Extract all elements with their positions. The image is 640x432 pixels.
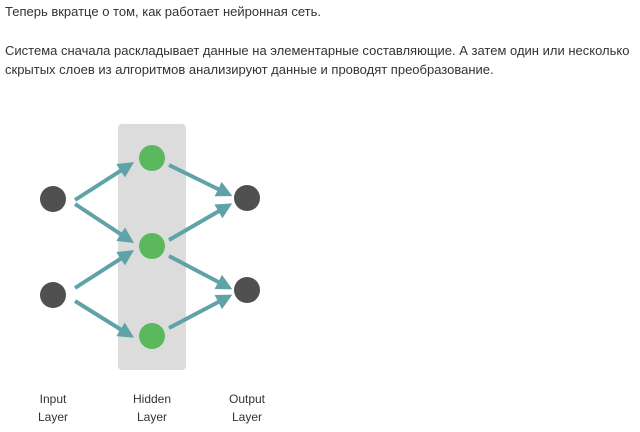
arrow-hidden1-output1 [168, 163, 233, 197]
output-layer-label-line2: Layer [231, 410, 263, 424]
input-layer-label-line1: Input [39, 392, 67, 406]
article-paragraph: Система сначала раскладывает данные на э… [5, 41, 637, 79]
connection-arrows [73, 162, 233, 338]
hidden-node [139, 323, 165, 349]
arrow-hidden2-output2 [168, 254, 233, 290]
hidden-layer-label: Hidden Layer [112, 390, 192, 426]
arrow-input1-hidden2 [73, 202, 135, 243]
intro-text: Теперь вкратце о том, как работает нейро… [5, 4, 321, 19]
arrow-input2-hidden3 [73, 299, 135, 338]
hidden-node [139, 145, 165, 171]
input-layer-label-line2: Layer [37, 410, 69, 424]
input-layer-label: Input Layer [13, 390, 93, 426]
hidden-layer-label-line2: Layer [136, 410, 168, 424]
paragraph-line-2: скрытых слоев из алгоритмов анализируют … [5, 62, 494, 77]
output-node [234, 277, 260, 303]
hidden-layer-label-line1: Hidden [132, 392, 172, 406]
paragraph-line-1: Система сначала раскладывает данные на э… [5, 43, 630, 58]
output-layer-label: Output Layer [207, 390, 287, 426]
arrow-input1-hidden1 [73, 162, 135, 202]
input-node [40, 282, 66, 308]
output-layer-label-line1: Output [228, 392, 266, 406]
arrow-input2-hidden2 [73, 250, 135, 290]
input-node [40, 186, 66, 212]
hidden-node [139, 233, 165, 259]
arrow-hidden2-output1 [167, 203, 233, 242]
arrow-hidden3-output2 [168, 294, 233, 330]
output-node [234, 185, 260, 211]
